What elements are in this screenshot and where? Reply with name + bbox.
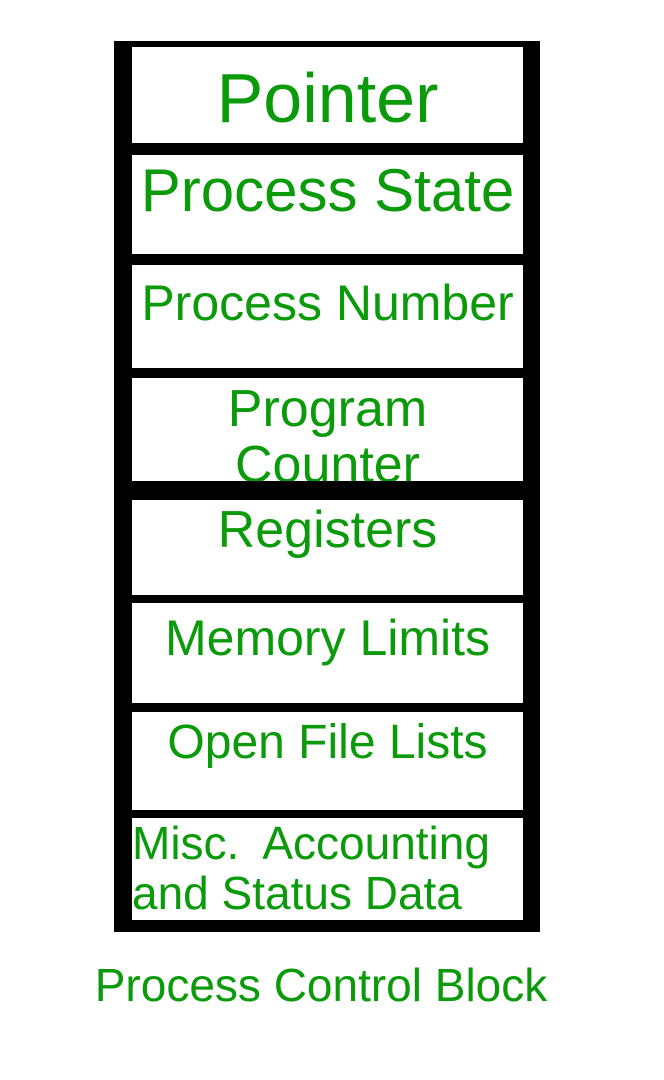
cell-registers-label: Registers	[217, 501, 438, 559]
pcb-frame: Pointer Process State Process Number Pro…	[114, 41, 540, 932]
cell-misc-accounting-label: Misc. Accounting and Status Data	[132, 818, 490, 919]
cell-program-counter-label: Program Counter	[227, 380, 428, 481]
cell-pointer-label: Pointer	[216, 59, 439, 137]
cell-process-number-label: Process Number	[141, 275, 514, 331]
cell-process-state: Process State	[132, 155, 523, 254]
cell-memory-limits-label: Memory Limits	[164, 610, 491, 666]
diagram-caption: Process Control Block	[94, 959, 548, 1011]
cell-program-counter: Program Counter	[132, 378, 523, 481]
cell-open-file-lists-label: Open File Lists	[167, 716, 488, 769]
cell-misc-accounting: Misc. Accounting and Status Data	[132, 818, 523, 920]
cell-process-state-label: Process State	[140, 157, 515, 224]
cell-pointer: Pointer	[132, 47, 523, 143]
cell-memory-limits: Memory Limits	[132, 603, 523, 703]
cell-registers: Registers	[132, 500, 523, 595]
cell-process-number: Process Number	[132, 265, 523, 368]
cell-open-file-lists: Open File Lists	[132, 712, 523, 810]
